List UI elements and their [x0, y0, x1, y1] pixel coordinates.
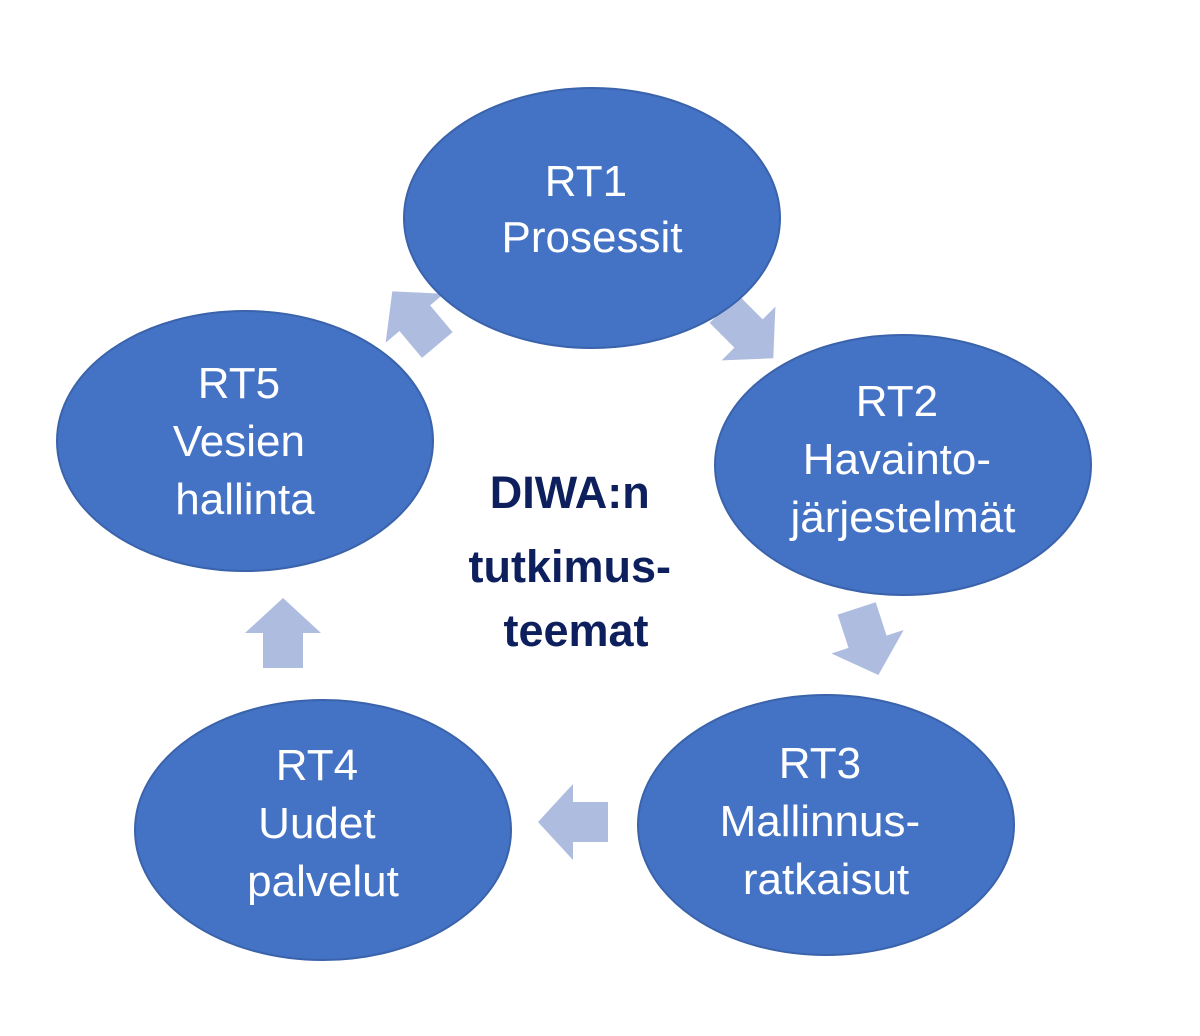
node-rt1: RT1 Prosessit	[403, 87, 781, 349]
node-rt1-label: RT1 Prosessit	[502, 157, 683, 262]
center-title-line-3: teemat	[503, 605, 648, 656]
arrow-rt5-to-rt1	[385, 291, 453, 358]
node-rt3-line-2: Mallinnus-	[720, 797, 921, 846]
node-rt1-line-1: RT1	[545, 157, 627, 206]
node-rt4-line-3: palvelut	[247, 857, 399, 906]
center-title: DIWA:n tutkimus- teemat	[468, 467, 683, 656]
node-rt5-ellipse	[56, 310, 434, 572]
node-rt5-line-2: Vesien	[173, 417, 305, 466]
node-rt3-label: RT3 Mallinnus- ratkaisut	[720, 739, 933, 904]
node-rt2-ellipse	[714, 334, 1092, 596]
node-rt2: RT2 Havainto- järjestelmät	[714, 334, 1092, 596]
node-rt4-line-1: RT4	[276, 741, 358, 790]
node-rt2-label: RT2 Havainto- järjestelmät	[789, 377, 1016, 542]
node-rt3: RT3 Mallinnus- ratkaisut	[637, 694, 1015, 956]
node-rt4-label: RT4 Uudet palvelut	[247, 741, 399, 906]
center-title-line-2: tutkimus-	[468, 541, 671, 592]
node-rt2-line-2: Havainto-	[803, 435, 991, 484]
center-title-line-1: DIWA:n	[490, 467, 650, 518]
node-rt5-label: RT5 Vesien hallinta	[173, 359, 317, 524]
arrow-rt4-to-rt5	[245, 598, 321, 668]
node-rt3-ellipse	[637, 694, 1015, 956]
arrow-rt1-to-rt2	[709, 294, 776, 361]
node-rt2-line-1: RT2	[856, 377, 938, 426]
node-rt3-line-1: RT3	[779, 739, 861, 788]
node-rt1-line-2: Prosessit	[502, 213, 683, 262]
arrow-rt3-to-rt4	[538, 784, 608, 860]
cycle-arrows	[245, 291, 904, 860]
node-rt4-line-2: Uudet	[258, 799, 375, 848]
node-rt4-ellipse	[134, 699, 512, 961]
node-rt2-line-3: järjestelmät	[789, 493, 1016, 542]
node-rt3-line-3: ratkaisut	[743, 855, 909, 904]
node-rt4: RT4 Uudet palvelut	[134, 699, 512, 961]
node-rt5-line-1: RT5	[198, 359, 280, 408]
node-rt1-ellipse	[403, 87, 781, 349]
node-rt5-line-3: hallinta	[175, 475, 315, 524]
arrow-rt2-to-rt3	[831, 602, 904, 676]
node-rt5: RT5 Vesien hallinta	[56, 310, 434, 572]
